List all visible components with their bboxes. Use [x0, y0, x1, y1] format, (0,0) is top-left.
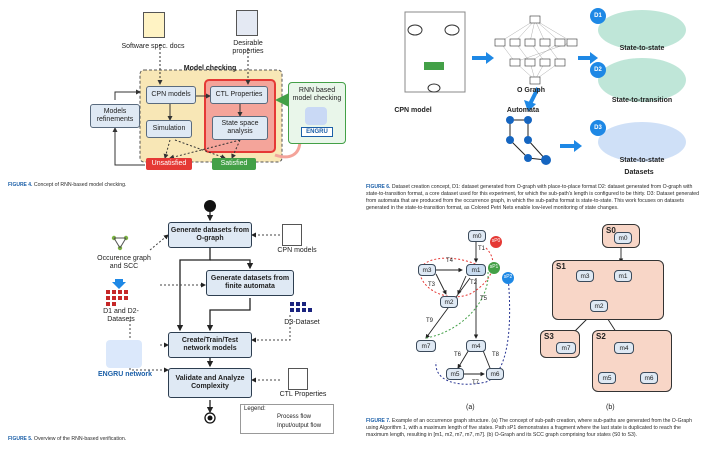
- desirable-properties-label: Desirable properties: [232, 40, 264, 55]
- node-m3: m3: [418, 264, 436, 276]
- dataset-grid-icon: [106, 290, 132, 306]
- cpn-models-box: CPN models: [146, 86, 196, 104]
- rnn-model-checking-label: RNN based model checking: [292, 87, 342, 102]
- scc-node-m7: m7: [556, 342, 576, 354]
- scc-s1: S1: [552, 260, 664, 320]
- spec-doc-icon: [143, 12, 165, 38]
- node-m0: m0: [468, 230, 486, 242]
- scc-s2-label: S2: [596, 332, 606, 341]
- occurrence-graph-label: Occurence graph and SCC: [97, 255, 151, 270]
- ctl-checklist-icon: [288, 368, 308, 390]
- scc-node-m1: m1: [614, 270, 632, 282]
- figure-4-caption: FIGURE 4. Concept of RNN-based model che…: [8, 182, 308, 189]
- figure-6-caption: FIGURE 6. Dataset creation concept, D1: …: [366, 184, 702, 212]
- node-m5: m5: [446, 368, 464, 380]
- scc-node-m0: m0: [614, 232, 632, 244]
- d1-format-label: State-to-state: [619, 45, 665, 53]
- legend-process-flow: Process flow: [277, 414, 312, 420]
- legend-io-flow: Input/output flow: [277, 423, 322, 429]
- properties-doc-icon: [236, 10, 258, 36]
- simulation-box: Simulation: [146, 120, 192, 138]
- step-generate-from-automata: Generate datasets from finite automata: [206, 270, 294, 296]
- model-checking-title: Model checking: [183, 65, 237, 73]
- scc-node-m4: m4: [614, 342, 634, 354]
- subpath-sp1-badge: sP1: [488, 262, 500, 274]
- ctl-properties-box: CTL Properties: [210, 86, 268, 104]
- transition-t7: T7: [472, 380, 480, 386]
- scc-node-m6: m6: [640, 372, 658, 384]
- node-m4: m4: [466, 340, 486, 352]
- figure-7-caption-label: FIGURE 7.: [366, 418, 391, 424]
- step-validate-analyze: Validate and Analyze Complexity: [168, 368, 252, 398]
- figure-6-caption-label: FIGURE 6.: [366, 184, 391, 190]
- engru-network-label: ENGRU network: [97, 371, 153, 379]
- d1-d2-datasets-label: D1 and D2- Datasets: [103, 308, 139, 323]
- d2-badge: D2: [594, 66, 602, 73]
- d1-badge: D1: [594, 12, 602, 19]
- node-m7: m7: [416, 340, 436, 352]
- step-generate-from-ograph: Generate datasets from O-graph: [168, 222, 252, 248]
- figure-7-caption-text: Example of an occurrence graph structure…: [366, 418, 692, 439]
- neural-network-icon: [106, 340, 142, 368]
- neural-network-icon: [305, 107, 327, 125]
- subfigure-a-label: (a): [466, 404, 475, 411]
- engru-label: ENGRU: [301, 127, 333, 137]
- d3-dataset-label: D3-Dataset: [284, 319, 320, 327]
- rnn-model-checking-panel: RNN based model checking ENGRU: [288, 82, 346, 144]
- models-refinements-box: Models refinements: [90, 104, 140, 128]
- satisfied-badge: Satisfied: [212, 158, 256, 170]
- cpn-models-label: CPN models: [277, 247, 317, 255]
- figure-6-graphics: [404, 8, 686, 165]
- step-create-train-test: Create/Train/Test network models: [168, 332, 252, 358]
- transition-t8: T8: [492, 352, 500, 358]
- legend-title: Legend:: [244, 406, 266, 412]
- d3-badge: D3: [594, 124, 602, 131]
- transition-t1: T1: [478, 246, 486, 252]
- transition-t5: T5: [480, 296, 488, 302]
- figure-4-caption-text: Concept of RNN-based model checking.: [33, 182, 127, 188]
- cpn-document-icon: [282, 224, 302, 246]
- figure-4-caption-label: FIGURE 4.: [8, 182, 33, 188]
- d3-format-label: State-to-state: [619, 157, 665, 165]
- figure-5-caption: FIGURE 5. Overview of the RNN-based veri…: [8, 436, 308, 443]
- d2-format-label: State-to-transition: [611, 97, 673, 105]
- transition-t4: T4: [446, 258, 454, 264]
- unsatisfied-badge: Unsatisfied: [146, 158, 192, 170]
- subfigure-b-label: (b): [606, 404, 615, 411]
- cpn-model-label: CPN model: [394, 107, 432, 115]
- d3-dataset-icon: [290, 302, 312, 316]
- subpath-sp0-badge: sP0: [490, 236, 502, 248]
- down-arrow-icon: [112, 276, 126, 289]
- scc-node-m3: m3: [576, 270, 594, 282]
- transition-t3: T3: [428, 282, 436, 288]
- node-m1: m1: [466, 264, 486, 276]
- scc-node-m5: m5: [598, 372, 616, 384]
- scc-s1-label: S1: [556, 262, 566, 271]
- node-m6: m6: [486, 368, 504, 380]
- ctl-properties-label: CTL Properties: [279, 391, 327, 399]
- occurrence-graph-icon: [110, 234, 130, 252]
- figure-5-caption-text: Overview of the RNN-based verification.: [33, 436, 127, 442]
- figure-5-caption-label: FIGURE 5.: [8, 436, 33, 442]
- spec-docs-label: Software spec. docs: [121, 43, 185, 51]
- figure-7-caption: FIGURE 7. Example of an occurrence graph…: [366, 418, 702, 439]
- scc-s0-label: S0: [606, 226, 616, 235]
- transition-t9: T9: [426, 318, 434, 324]
- scc-s3-label: S3: [544, 332, 554, 341]
- datasets-label: Datasets: [624, 169, 654, 177]
- state-space-analysis-box: State space analysis: [212, 116, 268, 140]
- transition-t2: T2: [470, 280, 478, 286]
- scc-node-m2: m2: [590, 300, 608, 312]
- transition-t6: T6: [454, 352, 462, 358]
- legend-box: Legend: Process flow Input/output flow: [240, 404, 334, 434]
- figure-6-caption-text: Dataset creation concept, D1: dataset ge…: [366, 184, 700, 212]
- node-m2: m2: [440, 296, 458, 308]
- o-graph-label: O Graph: [516, 87, 545, 95]
- subpath-sp2-badge: sP2: [502, 272, 514, 284]
- automata-label: Automata: [506, 107, 540, 115]
